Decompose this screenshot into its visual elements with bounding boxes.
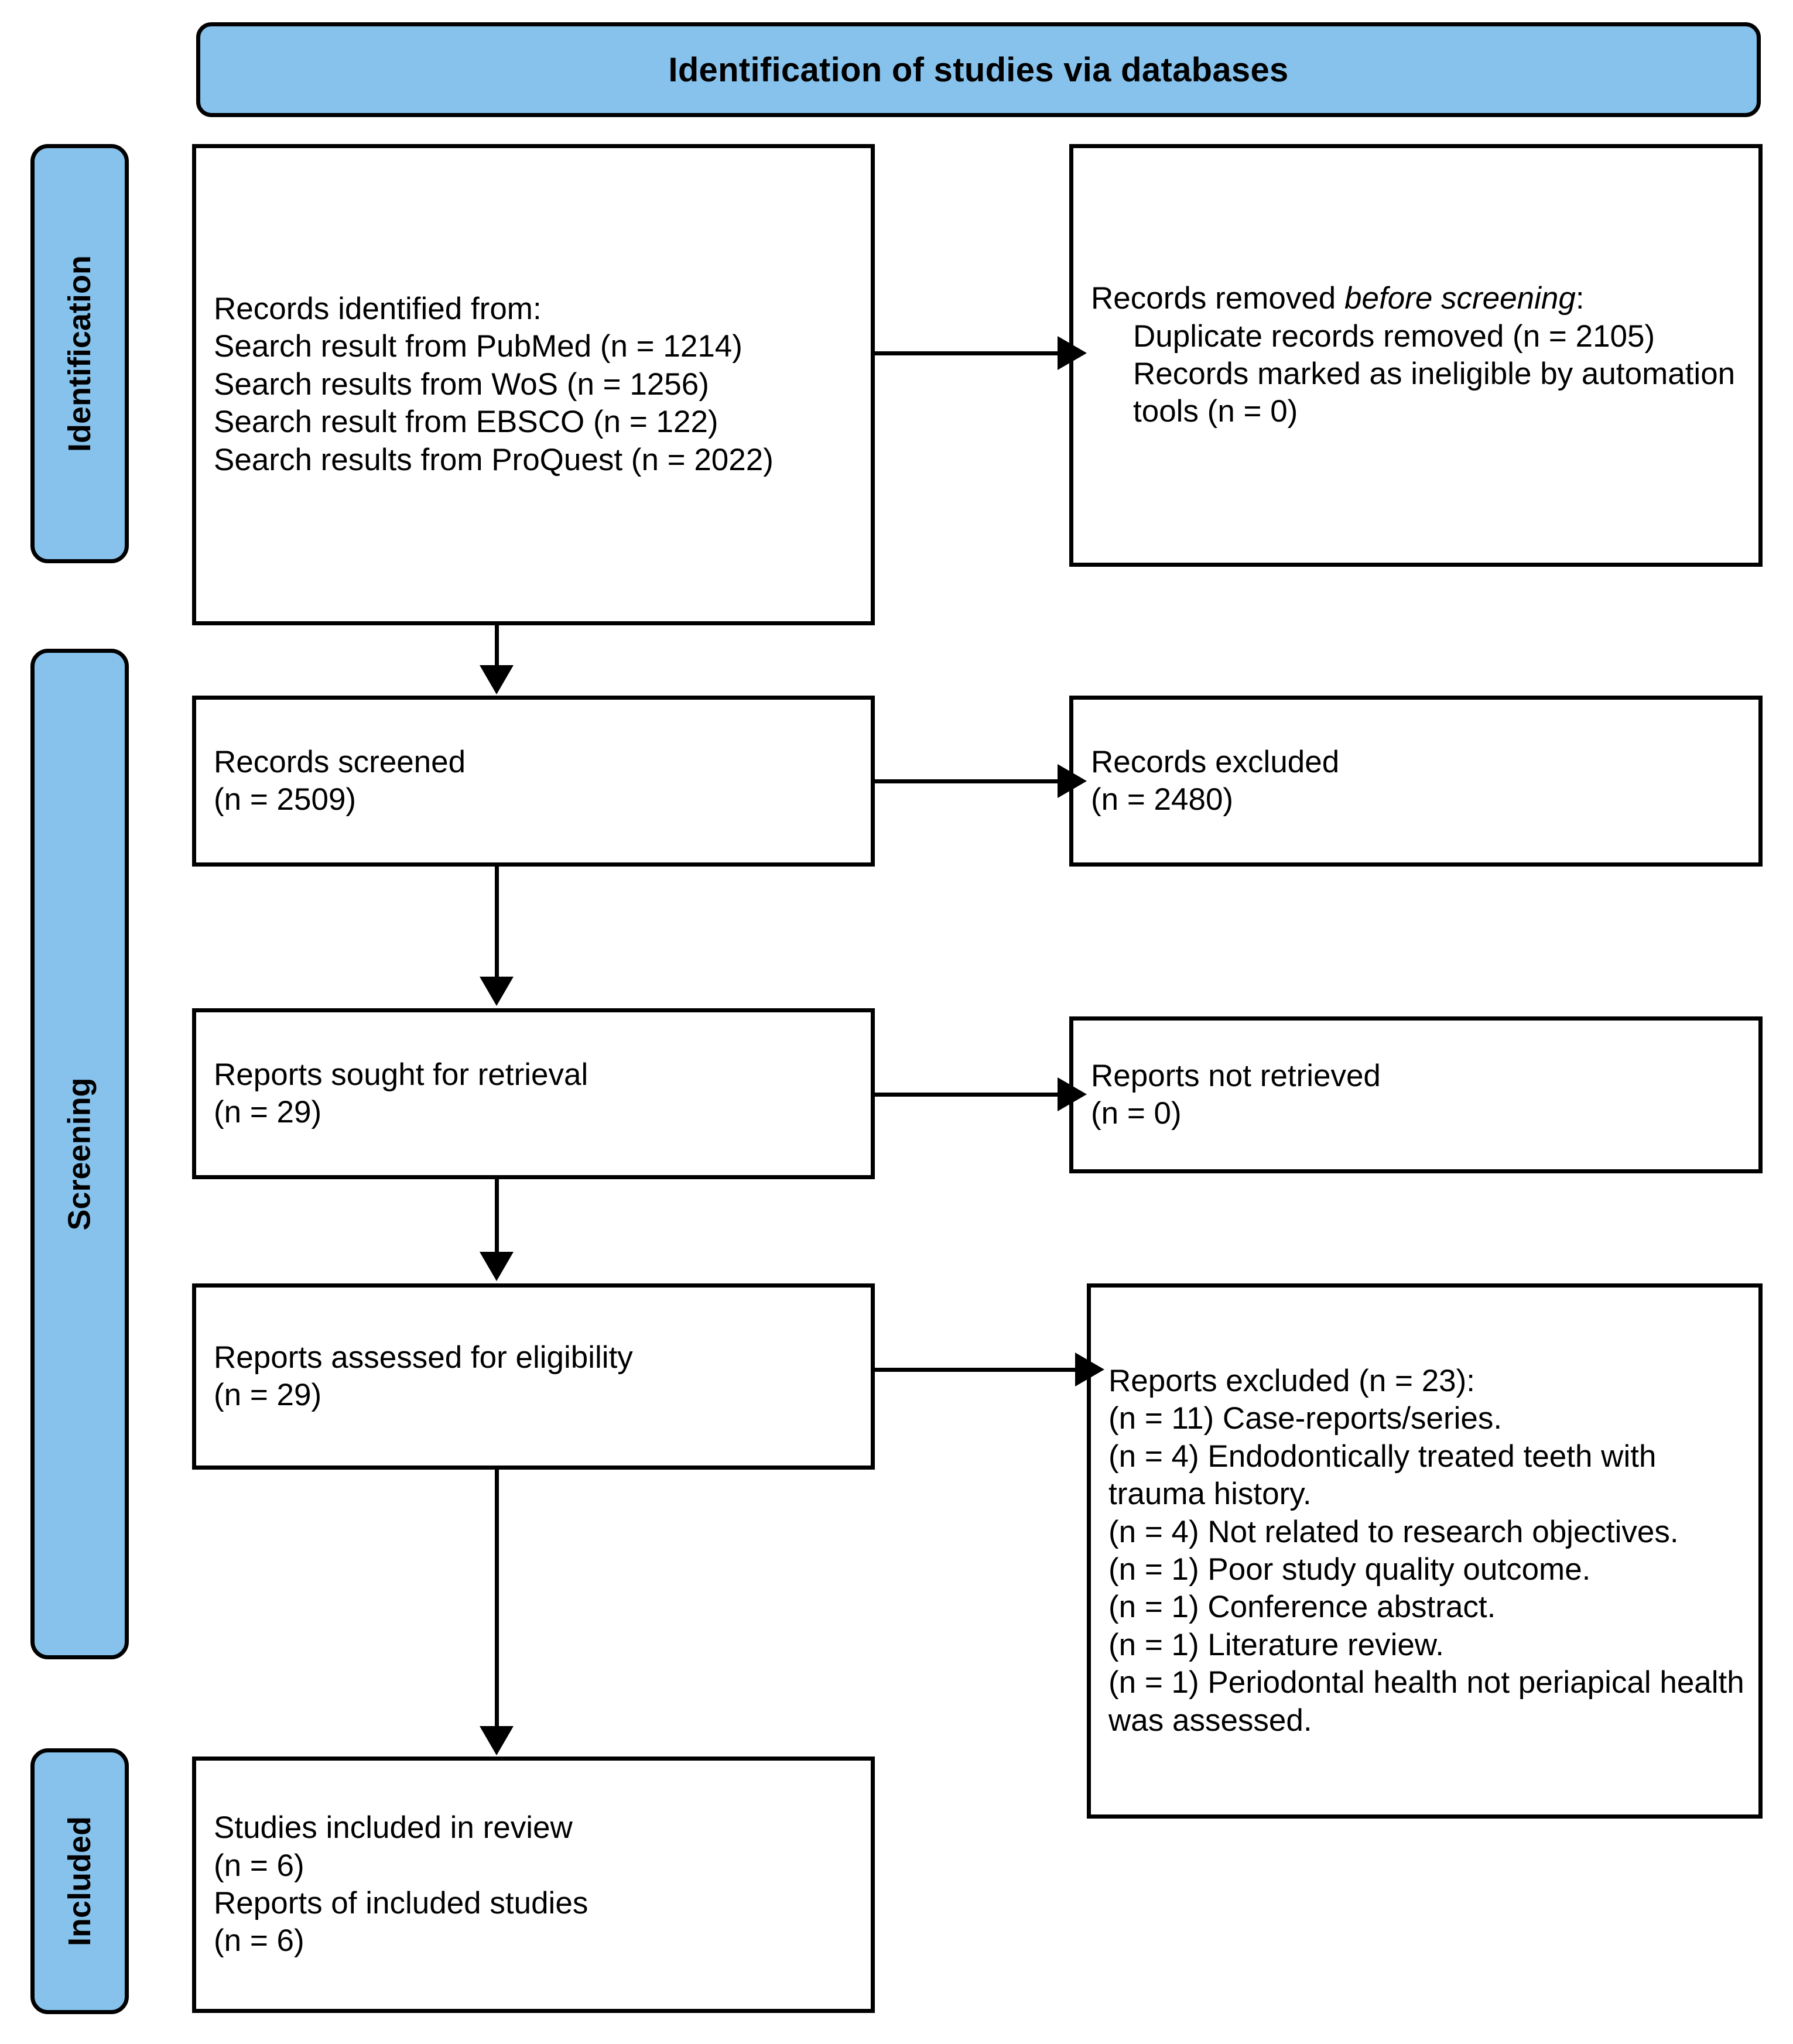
connector-screened-to-sought xyxy=(495,867,499,981)
page-title: Identification of studies via databases xyxy=(668,50,1289,89)
reports-excluded-line-2: (n = 4) Endodontically treated teeth wit… xyxy=(1108,1439,1665,1512)
studies-included-line-2: Reports of included studies xyxy=(214,1886,588,1920)
records-excluded-line-0: Records excluded xyxy=(1091,744,1340,779)
connector-identified-to-removed xyxy=(875,351,1058,355)
records-removed-heading: Records removed before screening: xyxy=(1091,280,1746,317)
reports-not-retrieved-line-1: (n = 0) xyxy=(1091,1096,1182,1131)
stage-label-identification: Identification xyxy=(62,255,97,452)
node-records-excluded: Records excluded (n = 2480) xyxy=(1069,696,1763,867)
reports-excluded-line-4: (n = 1) Poor study quality outcome. xyxy=(1108,1552,1591,1587)
connector-identified-to-screened xyxy=(495,625,499,669)
arrowhead-sought-to-assessed xyxy=(480,1252,514,1281)
node-records-identified: Records identified from: Search result f… xyxy=(192,144,875,625)
reports-not-retrieved-line-0: Reports not retrieved xyxy=(1091,1058,1381,1093)
node-reports-not-retrieved: Reports not retrieved (n = 0) xyxy=(1069,1016,1763,1173)
arrowhead-identified-to-screened xyxy=(480,665,514,694)
stage-pill-included: Included xyxy=(30,1748,129,2014)
reports-excluded-line-6: (n = 1) Literature review. xyxy=(1108,1627,1444,1662)
records-removed-item-0: Duplicate records removed (n = 2105) xyxy=(1133,319,1655,354)
stage-label-included: Included xyxy=(62,1816,98,1947)
records-removed-heading-italic: before screening xyxy=(1344,281,1576,316)
reports-assessed-line-1: (n = 29) xyxy=(214,1378,322,1412)
records-identified-line-1: Search result from PubMed (n = 1214) xyxy=(214,329,742,364)
node-records-screened: Records screened (n = 2509) xyxy=(192,696,875,867)
arrowhead-sought-to-not-retrieved xyxy=(1058,1077,1087,1111)
reports-sought-line-0: Reports sought for retrieval xyxy=(214,1057,588,1092)
connector-sought-to-not-retrieved xyxy=(875,1093,1058,1097)
records-identified-line-0: Records identified from: xyxy=(214,292,542,327)
node-reports-assessed: Reports assessed for eligibility (n = 29… xyxy=(192,1283,875,1470)
node-records-removed: Records removed before screening: Duplic… xyxy=(1069,144,1763,567)
records-identified-line-4: Search results from ProQuest (n = 2022) xyxy=(214,442,774,477)
records-removed-heading-suffix: : xyxy=(1575,281,1585,316)
arrowhead-identified-to-removed xyxy=(1058,336,1087,370)
node-reports-excluded: Reports excluded (n = 23): (n = 11) Case… xyxy=(1087,1283,1763,1819)
records-removed-heading-prefix: Records removed xyxy=(1091,281,1345,316)
records-excluded-line-1: (n = 2480) xyxy=(1091,782,1234,817)
connector-assessed-to-included xyxy=(495,1470,499,1730)
reports-sought-line-1: (n = 29) xyxy=(214,1095,322,1129)
reports-excluded-line-5: (n = 1) Conference abstract. xyxy=(1108,1590,1496,1625)
reports-excluded-line-7: (n = 1) Periodontal health not periapica… xyxy=(1108,1665,1753,1738)
records-removed-item-1: Records marked as ineligible by automati… xyxy=(1133,357,1744,429)
records-screened-line-0: Records screened xyxy=(214,744,466,779)
studies-included-line-0: Studies included in review xyxy=(214,1810,573,1846)
connector-assessed-to-excluded xyxy=(875,1368,1075,1372)
records-screened-line-1: (n = 2509) xyxy=(214,782,357,817)
stage-pill-screening: Screening xyxy=(30,649,129,1659)
arrowhead-assessed-to-included xyxy=(480,1726,514,1755)
node-reports-sought: Reports sought for retrieval (n = 29) xyxy=(192,1008,875,1179)
reports-excluded-line-1: (n = 11) Case-reports/series. xyxy=(1108,1401,1503,1436)
reports-assessed-line-0: Reports assessed for eligibility xyxy=(214,1340,633,1375)
stage-label-screening: Screening xyxy=(62,1077,97,1231)
studies-included-line-3: (n = 6) xyxy=(214,1923,304,1959)
header-banner: Identification of studies via databases xyxy=(196,22,1761,117)
arrowhead-screened-to-sought xyxy=(480,977,514,1006)
reports-excluded-line-3: (n = 4) Not related to research objectiv… xyxy=(1108,1514,1679,1549)
records-identified-line-3: Search result from EBSCO (n = 122) xyxy=(214,405,718,440)
records-identified-line-2: Search results from WoS (n = 1256) xyxy=(214,367,709,402)
arrowhead-assessed-to-excluded xyxy=(1075,1353,1104,1386)
stage-pill-identification: Identification xyxy=(30,144,129,563)
arrowhead-screened-to-excluded xyxy=(1058,764,1087,798)
reports-excluded-line-0: Reports excluded (n = 23): xyxy=(1108,1364,1476,1399)
studies-included-line-1: (n = 6) xyxy=(214,1848,304,1883)
connector-screened-to-excluded xyxy=(875,779,1058,783)
connector-sought-to-assessed xyxy=(495,1179,499,1255)
node-studies-included: Studies included in review (n = 6) Repor… xyxy=(192,1757,875,2013)
